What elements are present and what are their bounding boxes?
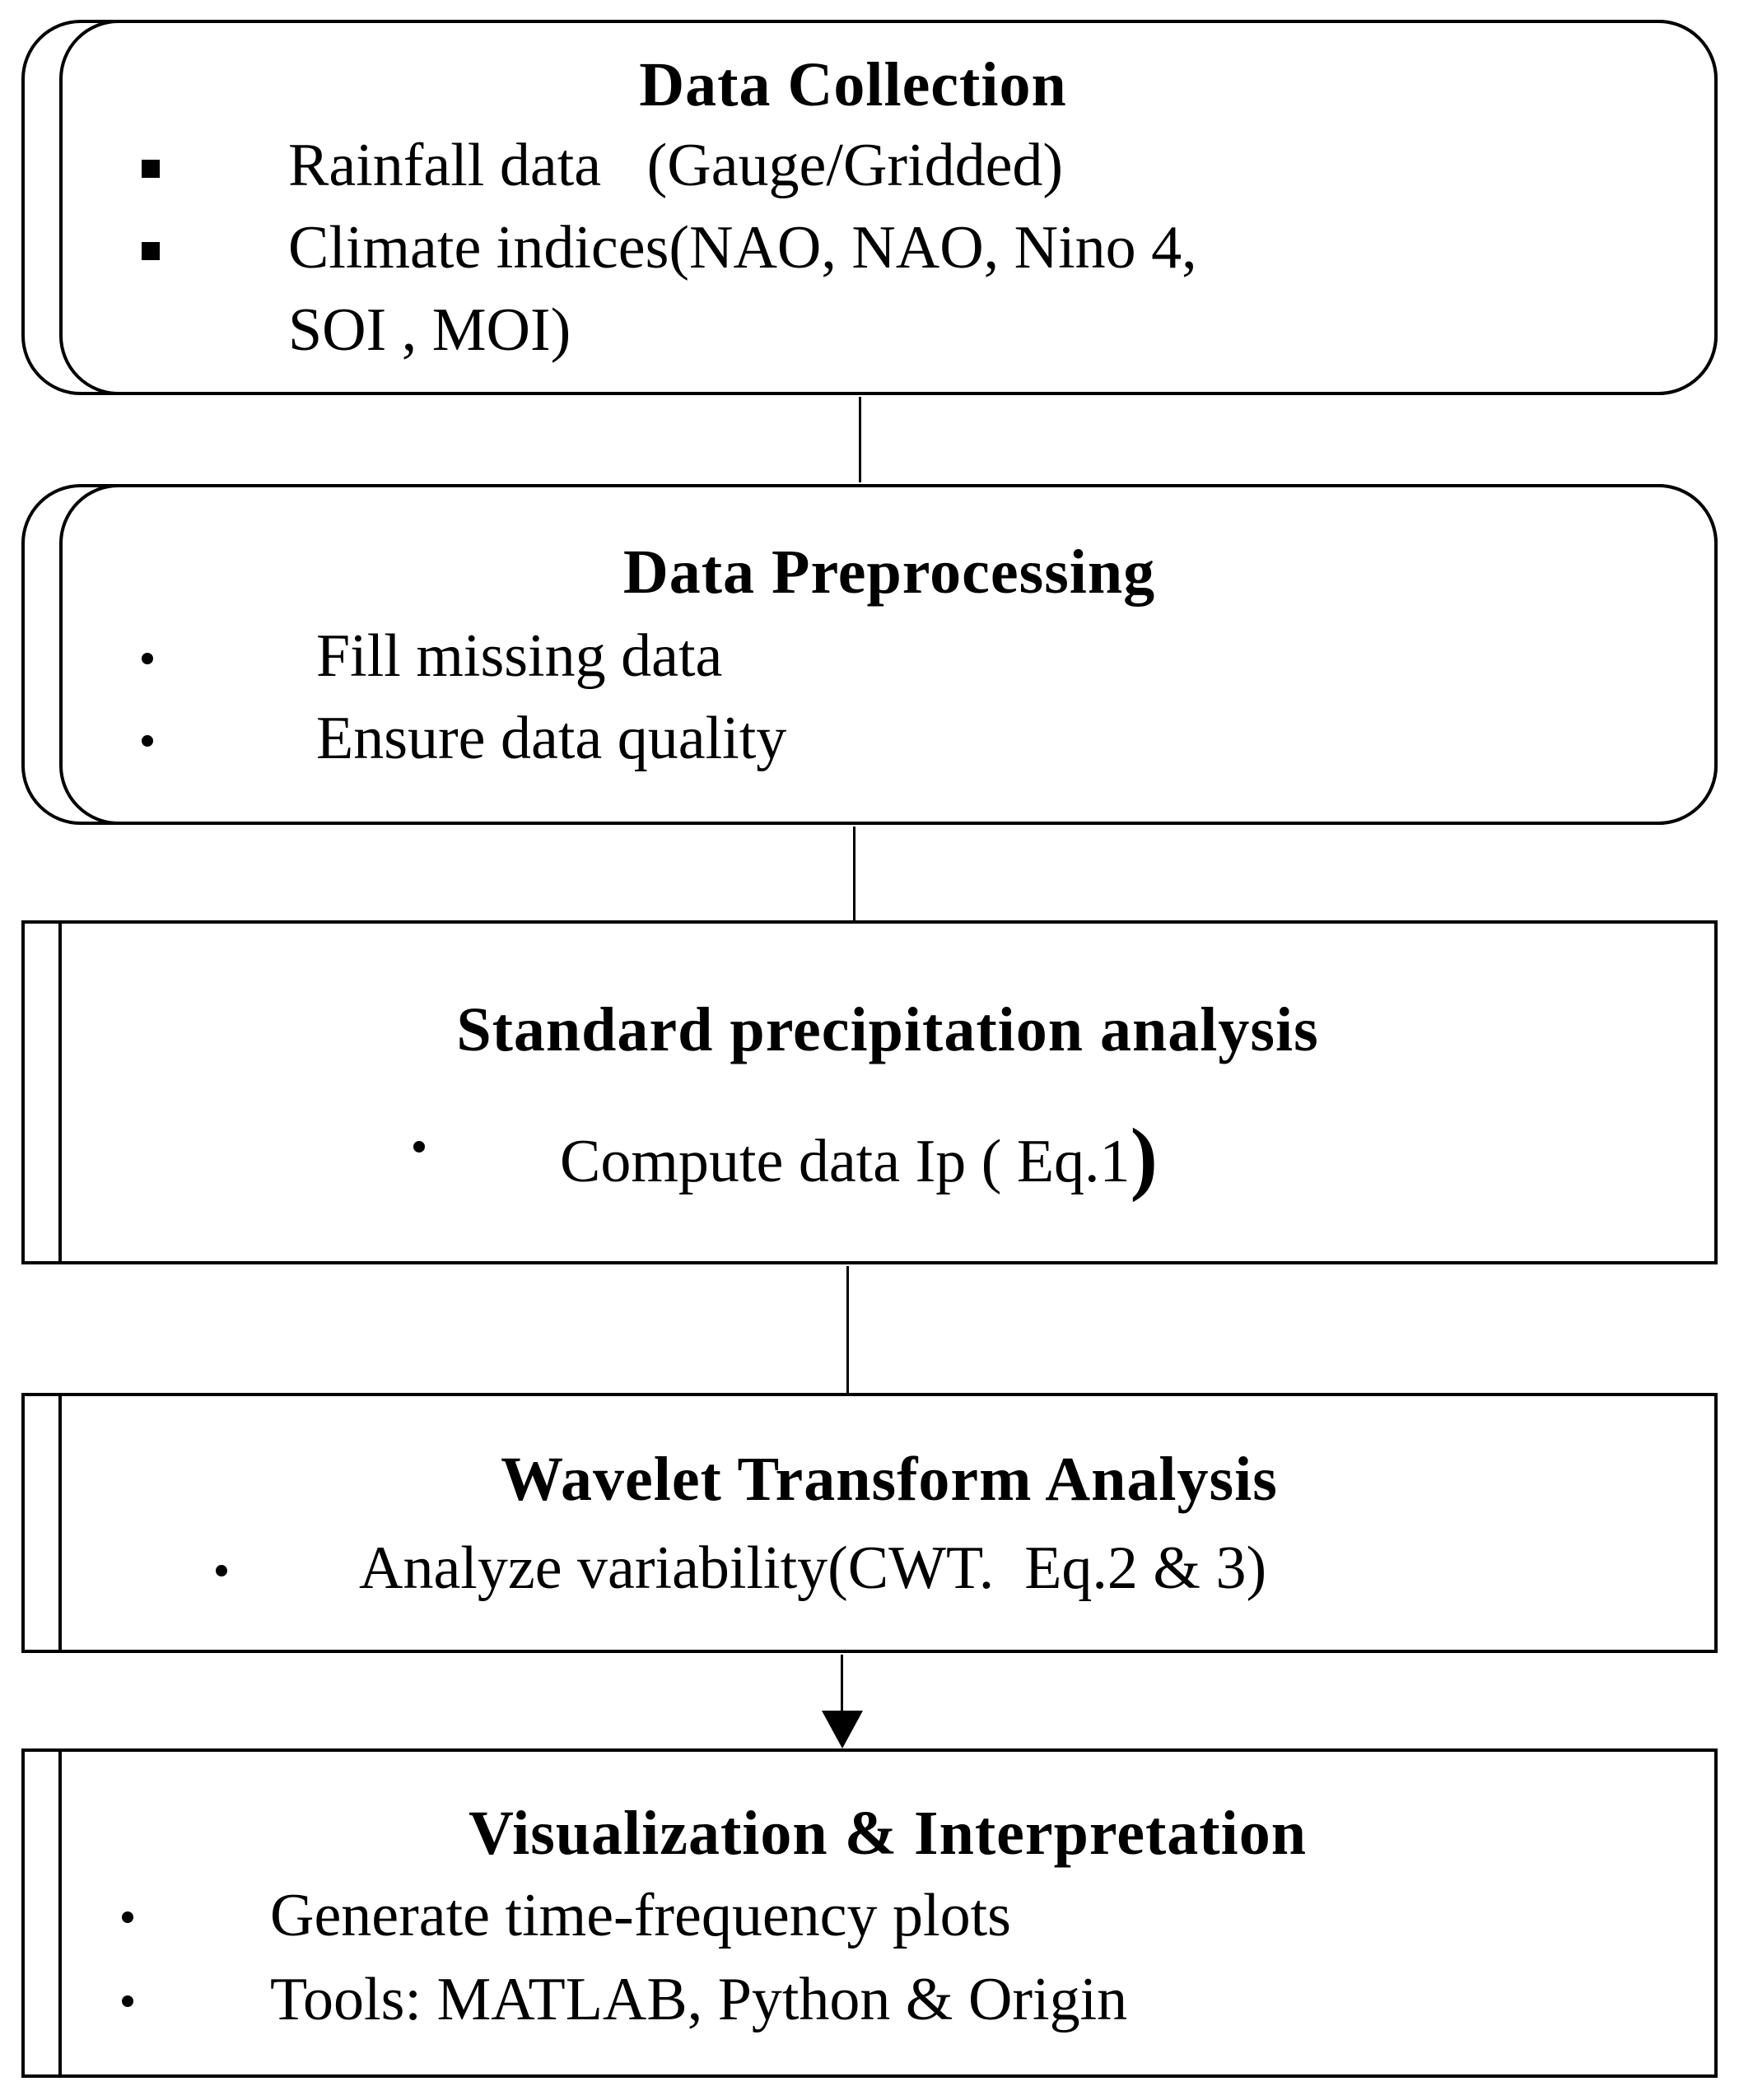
step-1-title: Data Collection [639, 50, 1067, 119]
step-4-inner-edge [58, 1396, 62, 1650]
step-2-title: Data Preprocessing [622, 538, 1156, 607]
step-1-bullet-2 [142, 242, 160, 260]
step-5-inner-edge [58, 1752, 62, 2074]
step-3-bullet-1 [413, 1141, 425, 1152]
step-1-line-3: SOI , MOI) [288, 296, 571, 364]
connector-2-3 [853, 826, 856, 922]
connector-3-4 [846, 1266, 849, 1393]
step-3-line-1-paren: ) [1130, 1111, 1158, 1203]
connector-1-2 [859, 397, 861, 482]
step-1-bullet-1 [142, 160, 160, 178]
step-3-line-1-text: Compute data Ip ( Eq.1 [560, 1128, 1131, 1195]
step-3-inner-edge [58, 924, 62, 1261]
step-4-line-1: Analyze variability(CWT. Eq.2 & 3) [359, 1534, 1267, 1602]
step-1-box [59, 20, 1718, 395]
step-4-bullet-1 [216, 1565, 227, 1576]
step-2-bullet-1 [142, 653, 153, 664]
step-5-title: Visualization & Interpretation [469, 1799, 1307, 1868]
step-5-bullet-2 [122, 1995, 133, 2007]
step-2-box [59, 484, 1718, 825]
step-3-box [21, 920, 1718, 1264]
step-4-box [21, 1393, 1718, 1653]
step-3-line-1: Compute data Ip ( Eq.1) [560, 1113, 1158, 1199]
step-3-title: Standard precipitation analysis [456, 995, 1319, 1064]
step-5-line-1: Generate time-frequency plots [270, 1882, 1011, 1949]
step-1-line-1: Rainfall data (Gauge/Gridded) [288, 132, 1064, 199]
step-5-box [21, 1748, 1718, 2078]
step-2-line-2: Ensure data quality [316, 705, 787, 772]
step-5-bullet-1 [122, 1911, 133, 1923]
connector-4-5 [841, 1655, 843, 1712]
step-4-title: Wavelet Transform Analysis [501, 1445, 1278, 1514]
step-2-line-1: Fill missing data [316, 622, 723, 690]
step-5-line-2: Tools: MATLAB, Python & Origin [270, 1966, 1128, 2033]
step-1-line-2: Climate indices(NAO, NAO, Nino 4, [288, 214, 1197, 282]
step-2-bullet-2 [142, 735, 153, 747]
